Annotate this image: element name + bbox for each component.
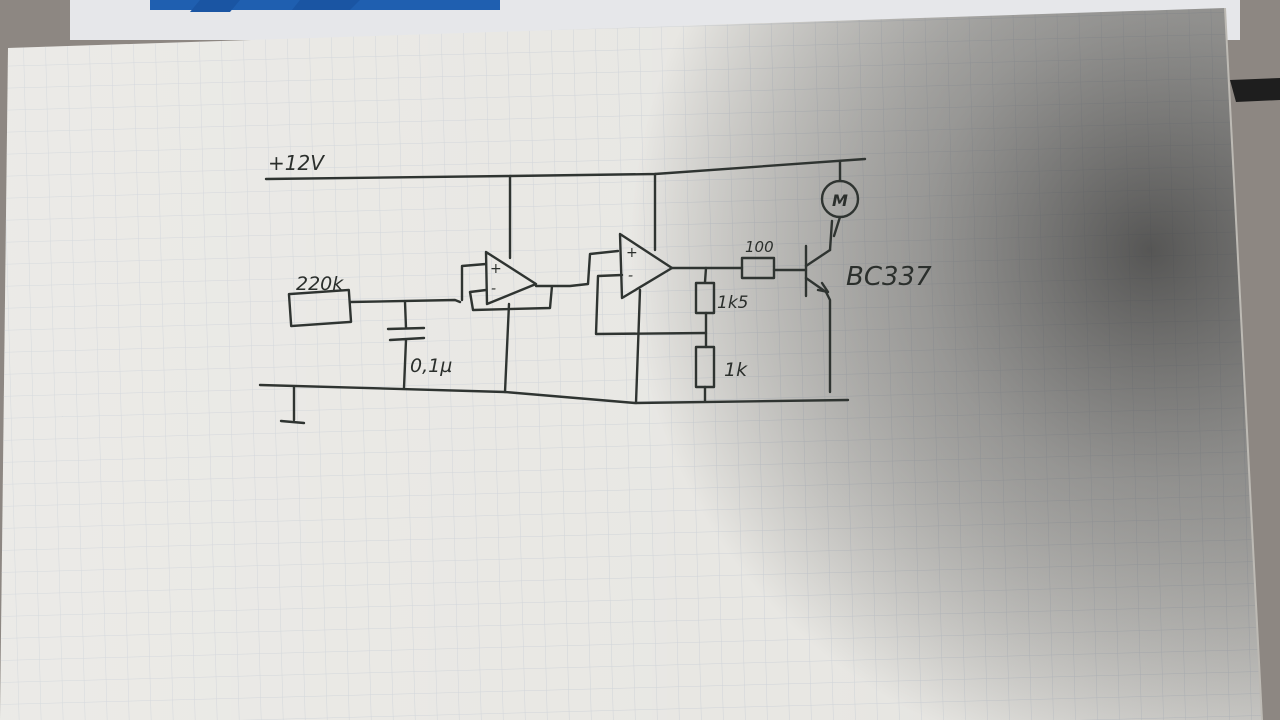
schematic-drawing <box>258 157 867 425</box>
opamp-1 <box>484 250 538 306</box>
resistor-100 <box>740 256 776 280</box>
capacitor <box>386 300 426 390</box>
ground-symbol <box>279 385 306 425</box>
label-220k: 220k <box>296 273 344 295</box>
resistor-220k <box>287 288 353 328</box>
opamp-2 <box>618 232 674 300</box>
label-transistor: BC337 <box>846 262 932 292</box>
label-1k: 1k <box>724 359 748 381</box>
opamp1-plus: + <box>490 261 502 277</box>
ground-rail <box>258 383 850 405</box>
paper-sheet <box>0 7 1263 720</box>
label-capacitor: 0,1µ <box>410 355 452 377</box>
supply-label: +12V <box>268 151 325 175</box>
supply-rail <box>264 157 867 181</box>
schematic-labels: +12V 220k 0,1µ 100 1k5 1k BC337 M + - + … <box>268 151 932 381</box>
opamp1-minus: - <box>491 281 496 297</box>
opamp2-minus: - <box>628 268 633 284</box>
opamp2-plus: + <box>626 245 638 261</box>
label-1k5: 1k5 <box>717 293 748 313</box>
label-motor: M <box>832 191 848 210</box>
label-100: 100 <box>745 238 774 256</box>
